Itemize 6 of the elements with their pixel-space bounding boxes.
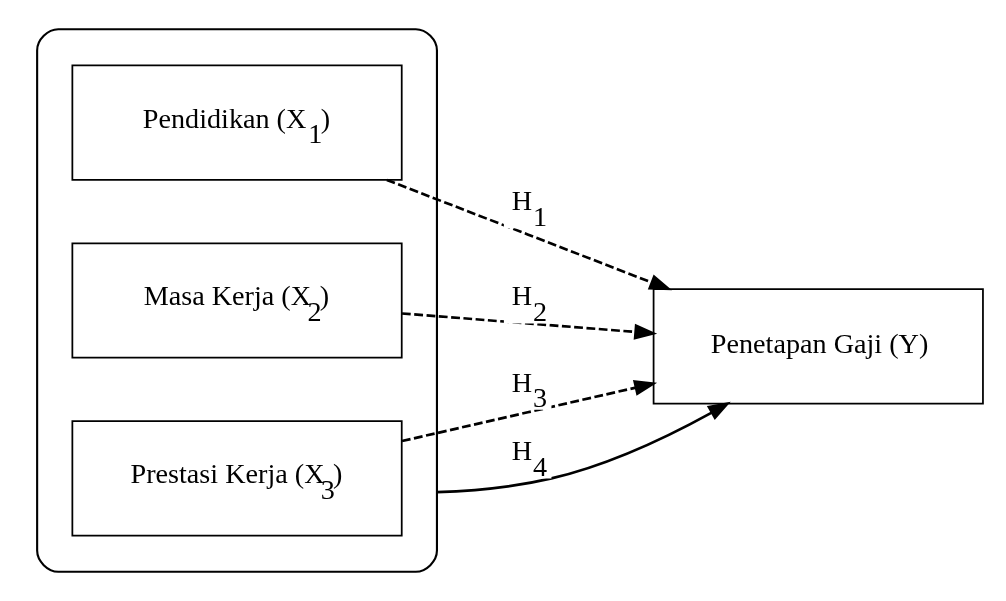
node-box: Penetapan Gaji (Y) [652, 288, 984, 405]
arrow [386, 178, 673, 291]
cluster [36, 28, 438, 573]
arrow [436, 401, 731, 494]
arrow [401, 312, 658, 340]
arrow [401, 380, 658, 443]
